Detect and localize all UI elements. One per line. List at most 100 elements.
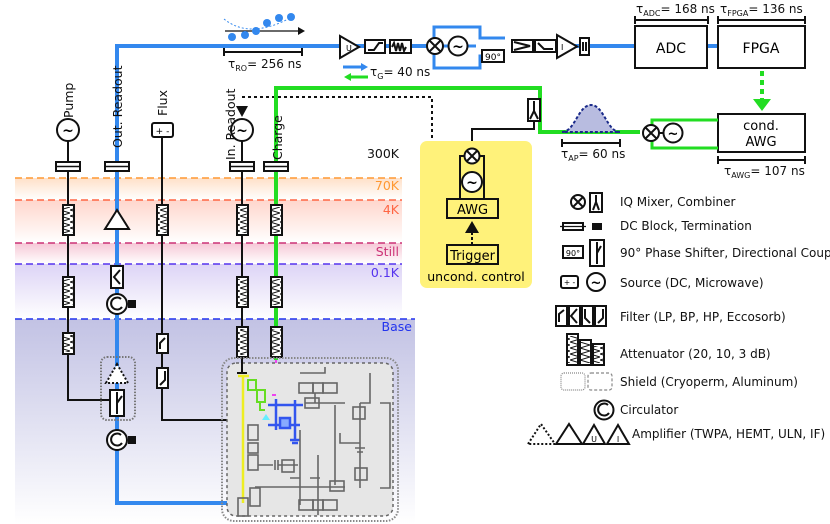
feedback-arrow [753,71,771,111]
uncond-control-panel: ~ AWG Trigger uncond. control [420,141,532,288]
awg-block [446,198,499,219]
filter-icon [555,305,607,327]
microwave-source-icon [447,35,469,57]
svg-text:~: ~ [236,123,248,139]
timing-g: τG= 40 ns [343,63,430,81]
adc-label: ADC [656,41,686,57]
trigger-block [446,244,499,265]
uln-label: U [346,44,352,53]
dc-block-termination-icon [560,222,602,231]
readout-chain: U ~ 90° I [339,25,718,70]
hemt-amplifier-icon [103,208,131,230]
legend-label: 90° Phase Shifter, Directional Coupler [620,246,830,260]
trigger-arrow-icon [236,106,248,117]
uncond-control-label: uncond. control [427,269,525,284]
readout-photon-illustration [223,13,305,41]
svg-text:τRO= 256 ns: τRO= 256 ns [228,57,302,73]
dc-block-icon [263,161,289,172]
shield-icon [560,372,613,391]
qubit-icon [268,399,303,445]
svg-text:~: ~ [591,276,602,291]
dc-block-icon [104,161,130,172]
stage-label-0-1k: 0.1K [371,265,400,280]
eccosorb-filter-icon [156,367,169,389]
legend: 90° + - ~ U I IQ [526,192,830,445]
legend-label: Source (DC, Microwave) [620,276,764,290]
uln-amplifier-icon [339,34,361,60]
legend-label: Shield (Cryoperm, Aluminum) [620,375,798,389]
trigger-label: Trigger [449,249,495,264]
aluminum-shield [226,362,394,517]
charge-line: Charge [263,86,640,395]
fpga-block: τFPGA= 136 ns FPGA [717,2,806,69]
legend-label: Circulator [620,403,678,417]
legend-label: Attenuator (20, 10, 3 dB) [620,347,771,361]
termination-icon [128,436,136,444]
pump-label: Pump [61,83,76,118]
phase-shifter-label: 90° [485,53,501,63]
if-label: I [561,43,563,52]
fpga-label: FPGA [743,41,780,57]
cryoperm-shield [221,357,399,522]
svg-text:I: I [617,435,619,444]
flux-label: Flux [155,90,170,116]
out-readout-label: Out. Readout [110,65,125,148]
dc-block-icon [229,161,255,172]
microwave-source-icon [230,118,254,142]
cond-awg-block: cond. AWG τAWG= 107 ns ~ [642,113,806,180]
pump-line: ~ Pump [55,83,110,401]
chip-circuitry [237,367,391,517]
dc-source-icon [151,122,174,138]
attenuator-icon [566,333,605,366]
amplifier-icon: U I [526,422,631,445]
sample-chip [221,357,399,522]
svg-text:τFPGA= 136 ns: τFPGA= 136 ns [720,2,803,18]
in-readout-label: In. Readout [223,88,238,160]
svg-text:τAP= 60 ns: τAP= 60 ns [561,147,625,163]
termination-icon [128,300,136,308]
phase-shifter-icon [481,49,505,63]
stage-label-4k: 4K [383,202,400,217]
stage-label-300k: 300K [367,146,400,161]
dc-source-sign: + - [156,127,170,137]
output-readout-line: Out. Readout [100,44,340,505]
svg-text:τADC= 168 ns: τADC= 168 ns [636,2,715,18]
legend-label: Filter (LP, BP, HP, Eccosorb) [620,310,786,324]
highpass-filter-icon [534,39,557,53]
awg-label: AWG [457,203,488,218]
legend-label: Amplifier (TWPA, HEMT, ULN, IF) [632,427,825,441]
dc-block-icon [55,161,81,172]
twpa-amplifier-icon [104,362,130,384]
iq-mixer-combiner-icon [570,192,603,213]
source-icon: + - ~ [560,272,606,292]
svg-text:90°: 90° [566,249,580,258]
charge-label: Charge [270,115,285,160]
lowpass-filter-icon [156,333,169,354]
adc-block: τADC= 168 ns ADC [634,2,715,69]
microwave-source-icon [662,122,684,144]
svg-text:~: ~ [452,39,464,55]
if-amplifier-icon [556,33,580,60]
pulse-ap: τAP= 60 ns [561,103,625,163]
cond-awg-label-2: AWG [745,135,776,150]
microwave-source-icon [461,171,483,193]
phase-shifter-coupler-icon: 90° [562,239,605,267]
timing-ro: τRO= 256 ns [223,48,303,73]
svg-text:~: ~ [466,175,478,191]
svg-text:~: ~ [668,127,679,142]
svg-text:U: U [591,435,597,444]
svg-text:τAWG= 107 ns: τAWG= 107 ns [724,164,805,180]
circulator-icon [593,399,615,421]
cond-awg-label-1: cond. [743,119,779,134]
svg-text:+ -: + - [564,278,576,287]
stage-label-base: Base [382,319,413,334]
svg-text:~: ~ [62,123,74,139]
lowpass-filter-icon [364,39,386,54]
svg-text:τG= 40 ns: τG= 40 ns [370,65,430,81]
microwave-source-icon [56,118,80,142]
legend-label: IQ Mixer, Combiner [620,195,736,209]
dc-block-icon [579,37,590,56]
legend-label: DC Block, Termination [620,219,752,233]
